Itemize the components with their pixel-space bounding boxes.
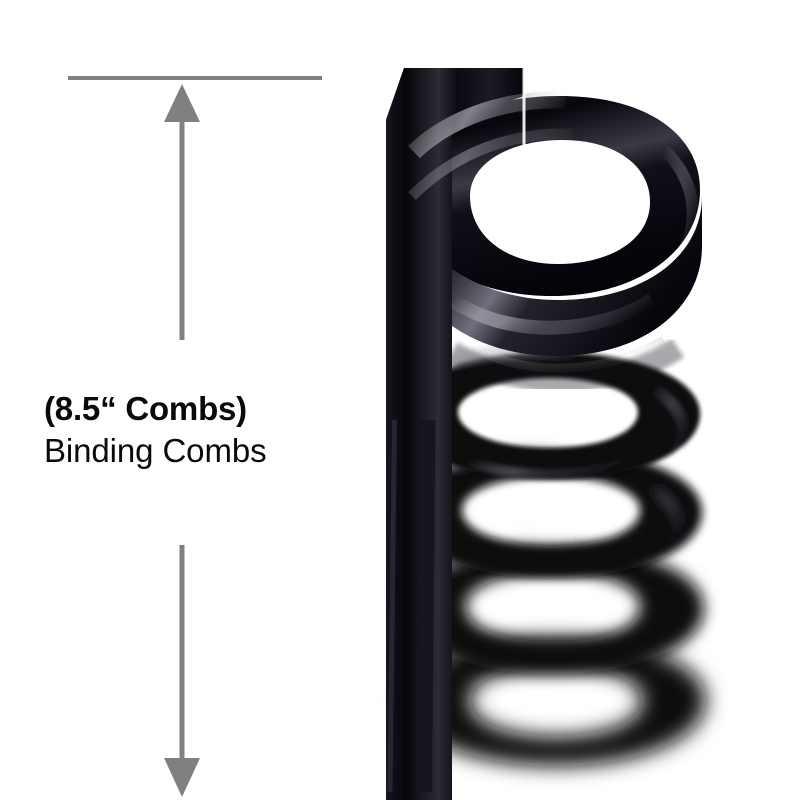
comb-coil-second	[396, 343, 700, 480]
comb-coil-top	[386, 68, 702, 420]
comb-coil-contact-shadow	[446, 338, 685, 392]
comb-coil-bottom	[404, 638, 706, 766]
